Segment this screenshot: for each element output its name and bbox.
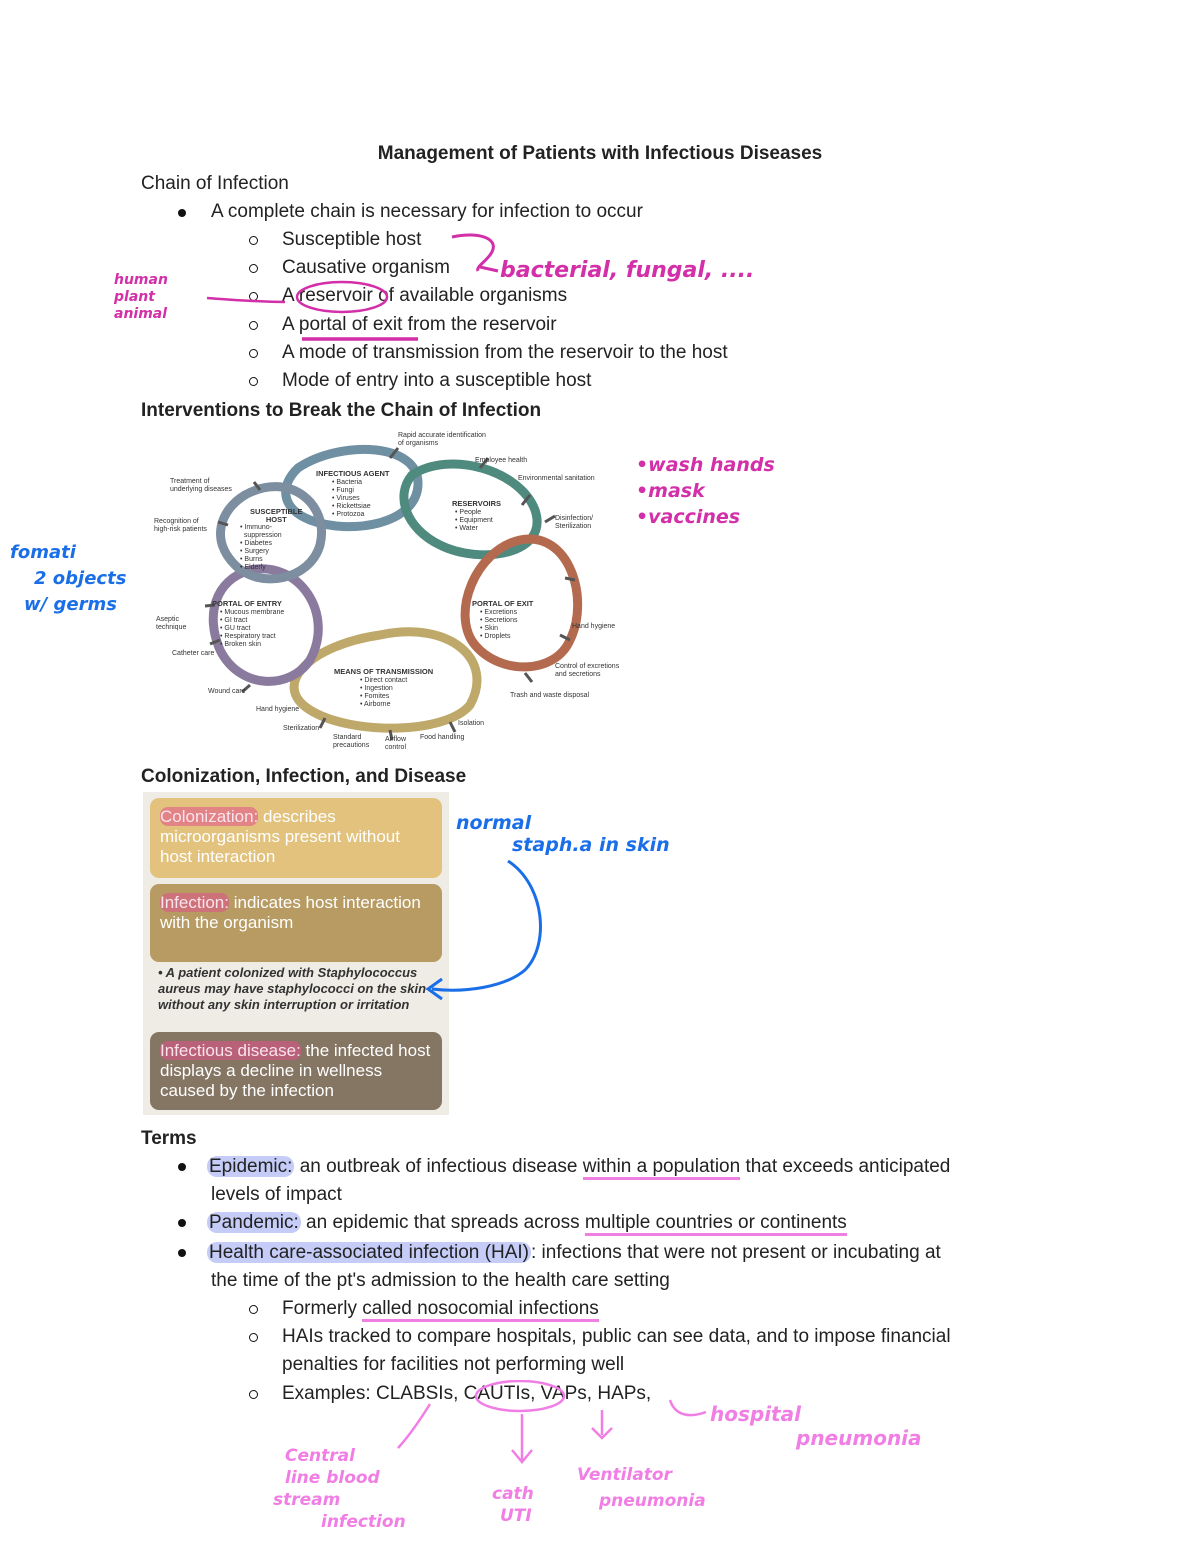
page-title: Management of Patients with Infectious D…: [377, 143, 823, 164]
hai-formerly: Formerly called nosocomial infections: [282, 1295, 599, 1323]
terms-heading: Terms: [141, 1128, 197, 1149]
reservoir-arrow-icon: [206, 296, 286, 304]
rope-links-graphic: [204, 444, 583, 741]
colonization-example: • A patient colonized with Staphylococcu…: [158, 965, 427, 1012]
chain-item-portal-exit: A portal of exit from the reservoir: [282, 314, 557, 335]
reservoir-note: human plant animal: [114, 272, 168, 322]
chain-of-infection-diagram: INFECTIOUS AGENT • Bacteria • Fungi • Vi…: [150, 430, 630, 755]
colonization-heading: Colonization, Infection, and Disease: [141, 766, 467, 787]
sub-bullet: [249, 1333, 258, 1342]
sub-bullet: [249, 321, 258, 330]
infection-box: Infection: indicates host interaction wi…: [150, 884, 442, 962]
chain-bullet: A complete chain is necessary for infect…: [211, 201, 643, 222]
hai-tracked-line2: penalties for facilities not performing …: [282, 1354, 625, 1375]
bullet-dot: [178, 1163, 186, 1171]
bullet-dot: [178, 1219, 186, 1227]
hap-note: hospital pneumonia: [710, 1402, 922, 1450]
clabsi-note: Central line blood stream infection: [273, 1446, 406, 1532]
sub-bullet: [249, 349, 258, 358]
term-hai: Health care-associated infection (HAI): …: [207, 1242, 941, 1263]
interventions-note: •wash hands •mask •vaccines: [636, 454, 775, 528]
chain-item-host: Susceptible host: [282, 229, 422, 250]
infectious-disease-box: Infectious disease: the infected host di…: [150, 1032, 442, 1110]
chain-ink-marks: [295, 233, 499, 341]
sub-bullet: [249, 236, 258, 245]
term-epidemic: Epidemic: an outbreak of infectious dise…: [207, 1153, 950, 1181]
term-pandemic: Pandemic: an epidemic that spreads acros…: [207, 1209, 847, 1237]
chain-item-transmission: A mode of transmission from the reservoi…: [282, 342, 728, 363]
term-hai-line2: the time of the pt's admission to the he…: [211, 1270, 670, 1291]
vap-note: Ventilator pneumonia: [577, 1465, 706, 1511]
chain-heading: Chain of Infection: [141, 173, 289, 194]
examples-ink-marks: [397, 1380, 707, 1464]
sub-bullet: [249, 264, 258, 273]
colonization-box: Colonization: describes microorganisms p…: [150, 798, 442, 878]
term-epidemic-line2: levels of impact: [211, 1184, 342, 1205]
organism-note: bacterial, fungal, ....: [500, 258, 755, 283]
chain-item-entry: Mode of entry into a susceptible host: [282, 370, 592, 391]
chain-item-organism: Causative organism: [282, 257, 450, 278]
sub-bullet: [249, 1305, 258, 1314]
hai-tracked: HAIs tracked to compare hospitals, publi…: [282, 1326, 951, 1347]
colonization-note: normal staph.a in skin: [456, 812, 670, 856]
colonization-arrow-icon: [425, 859, 542, 1001]
sub-bullet: [249, 377, 258, 386]
cauti-note: cath UTI: [492, 1484, 534, 1526]
chain-item-reservoir: A reservoir of available organisms: [282, 285, 568, 306]
interventions-heading: Interventions to Break the Chain of Infe…: [141, 400, 542, 421]
bullet-dot: [178, 1249, 186, 1257]
fomites-note: fomati 2 objects w/ germs: [10, 542, 127, 615]
sub-bullet: [249, 1390, 258, 1399]
bullet-dot: [178, 209, 186, 217]
